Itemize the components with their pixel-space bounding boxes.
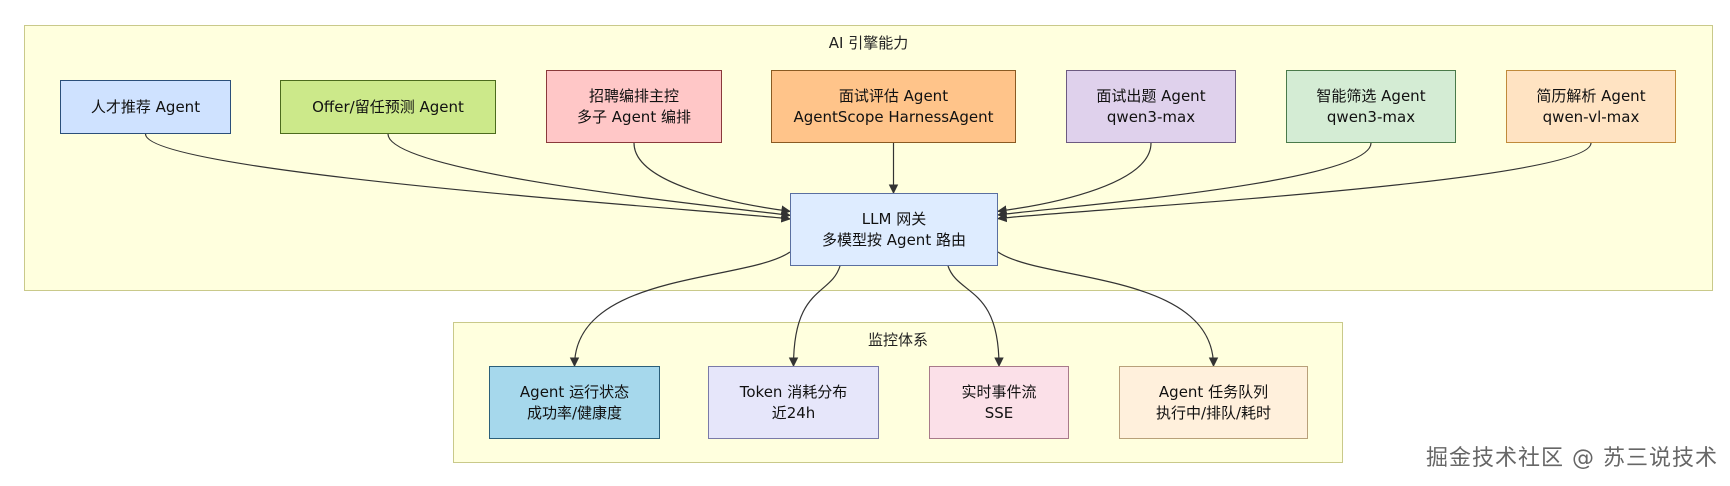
node-interview-eval-agent[interactable]: 面试评估 Agent AgentScope HarnessAgent <box>771 70 1016 143</box>
node-llm-gateway[interactable]: LLM 网关 多模型按 Agent 路由 <box>790 193 998 266</box>
node-sublabel: AgentScope HarnessAgent <box>793 107 994 126</box>
node-label: 实时事件流 <box>961 382 1037 401</box>
node-agent-run-status[interactable]: Agent 运行状态 成功率/健康度 <box>489 366 660 439</box>
node-realtime-event-stream[interactable]: 实时事件流 SSE <box>929 366 1069 439</box>
cluster-monitoring-title: 监控体系 <box>867 331 928 349</box>
node-resume-parse-agent[interactable]: 简历解析 Agent qwen-vl-max <box>1506 70 1676 143</box>
node-talent-recommend-agent[interactable]: 人才推荐 Agent <box>60 80 231 134</box>
node-label: 简历解析 Agent <box>1536 86 1646 105</box>
node-sublabel: 多子 Agent 编排 <box>577 107 691 126</box>
node-label: Offer/留任预测 Agent <box>312 97 464 116</box>
node-label: Agent 运行状态 <box>519 382 630 401</box>
node-label: Token 消耗分布 <box>739 382 848 401</box>
node-token-usage[interactable]: Token 消耗分布 近24h <box>708 366 879 439</box>
node-sublabel: 多模型按 Agent 路由 <box>822 230 966 249</box>
node-label: 招聘编排主控 <box>588 86 679 105</box>
node-label: 面试出题 Agent <box>1096 86 1206 105</box>
node-sublabel: qwen3-max <box>1106 107 1196 126</box>
node-sublabel: 执行中/排队/耗时 <box>1155 403 1272 422</box>
node-sublabel: qwen3-max <box>1326 107 1416 126</box>
node-label: 智能筛选 Agent <box>1316 86 1426 105</box>
cluster-ai-engine-title: AI 引擎能力 <box>828 34 909 52</box>
node-agent-task-queue[interactable]: Agent 任务队列 执行中/排队/耗时 <box>1119 366 1308 439</box>
node-sublabel: 成功率/健康度 <box>526 403 623 422</box>
node-label: 面试评估 Agent <box>838 86 949 105</box>
node-sublabel: qwen-vl-max <box>1542 107 1640 126</box>
node-label: 人才推荐 Agent <box>90 97 201 116</box>
node-sublabel: 近24h <box>771 403 816 422</box>
node-smart-screening-agent[interactable]: 智能筛选 Agent qwen3-max <box>1286 70 1456 143</box>
node-offer-retention-agent[interactable]: Offer/留任预测 Agent <box>280 80 496 134</box>
watermark: 掘金技术社区 @ 苏三说技术 <box>1426 446 1718 471</box>
node-interview-question-agent[interactable]: 面试出题 Agent qwen3-max <box>1066 70 1236 143</box>
node-label: LLM 网关 <box>861 209 927 228</box>
node-recruit-orchestrator[interactable]: 招聘编排主控 多子 Agent 编排 <box>546 70 722 143</box>
node-label: Agent 任务队列 <box>1158 382 1269 401</box>
node-sublabel: SSE <box>984 403 1014 422</box>
